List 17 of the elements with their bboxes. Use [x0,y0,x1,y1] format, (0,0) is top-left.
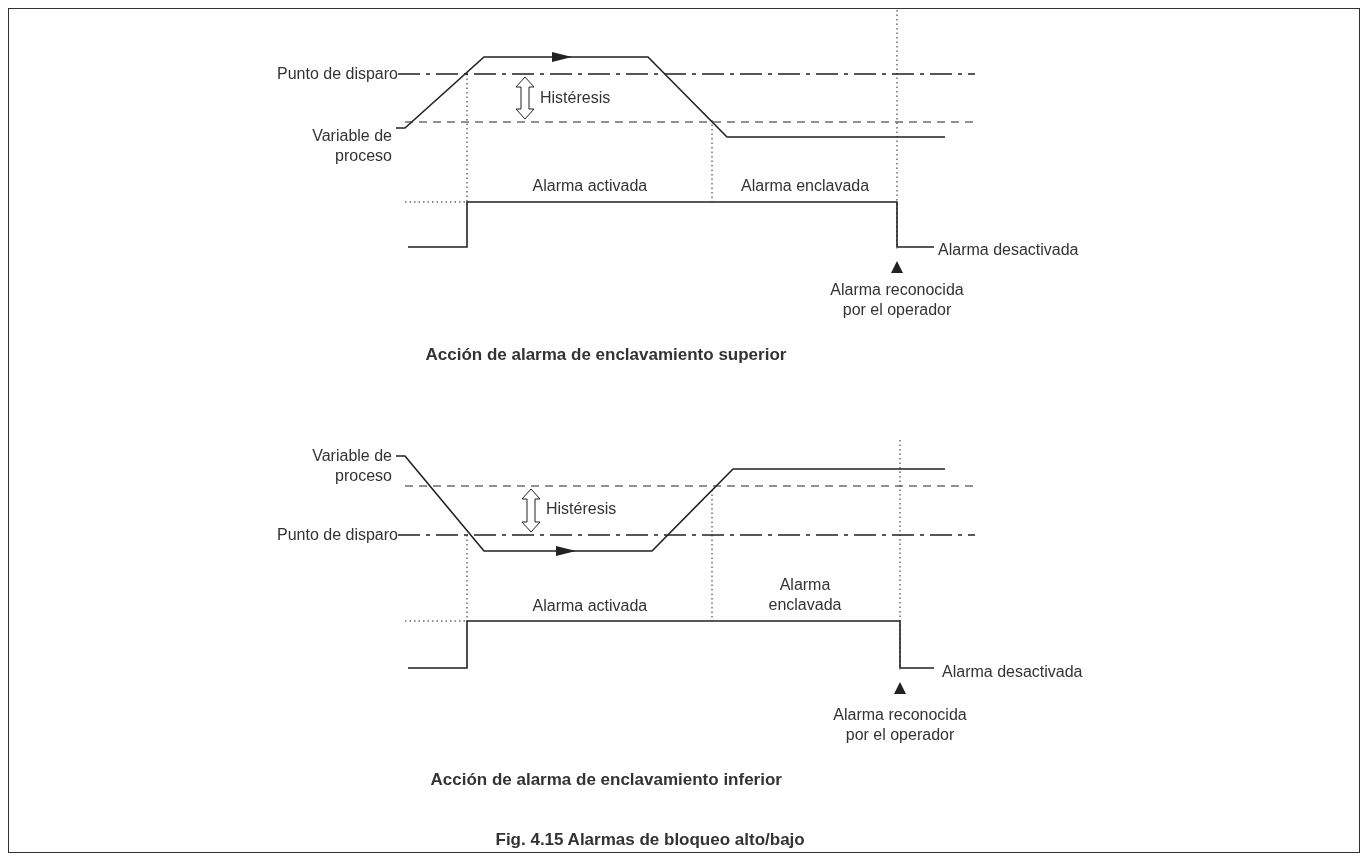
panel-heading: Acción de alarma de enclavamiento inferior [430,770,782,790]
figure-caption: Fig. 4.15 Alarmas de bloqueo alto/bajo [495,830,805,850]
state-label: Alarma enclavada [767,575,843,615]
event-label: Alarma reconocida por el operador [832,705,968,745]
hysteresis-label: Histéresis [546,499,617,519]
trip-point-label: Punto de disparo [277,525,398,545]
state-label: Alarma activada [532,596,648,616]
process-variable-label: Variable de proceso [311,126,392,166]
trip-point-label: Punto de disparo [277,64,398,84]
state-label: Alarma enclavada [741,176,870,196]
panel-heading: Acción de alarma de enclavamiento superior [425,345,787,365]
state-label: Alarma desactivada [938,240,1079,260]
event-label: Alarma reconocida por el operador [829,280,965,320]
hysteresis-label: Histéresis [540,88,611,108]
state-label: Alarma activada [532,176,648,196]
process-variable-label: Variable de proceso [311,446,392,486]
state-label: Alarma desactivada [942,662,1083,682]
